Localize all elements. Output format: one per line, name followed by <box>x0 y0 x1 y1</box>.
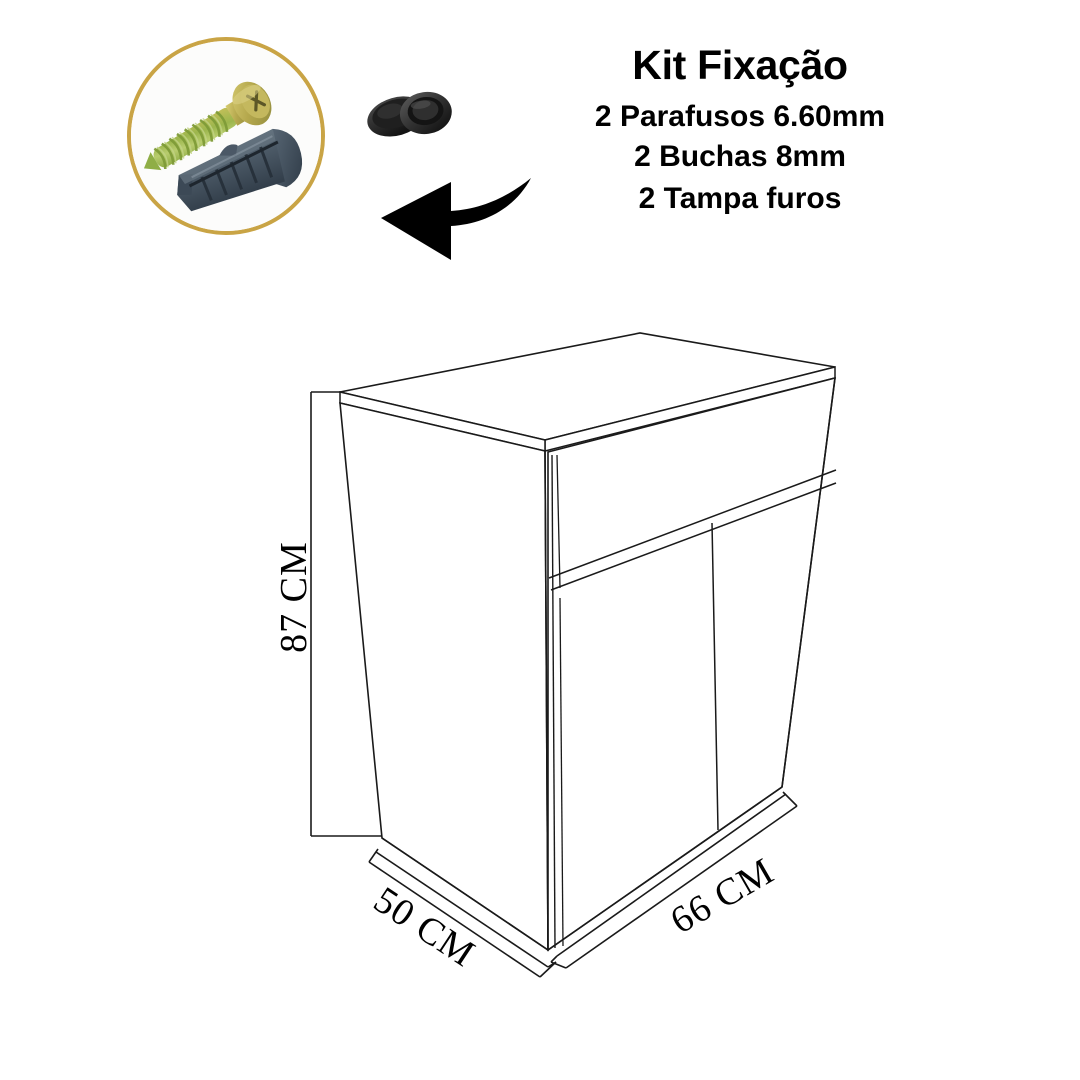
depth-dim-tick-start <box>368 848 379 863</box>
kit-item-screws: 2 Parafusos 6.60mm <box>594 100 886 133</box>
drawer-left-edge <box>556 454 561 589</box>
cabinet-left-side-panel <box>339 401 549 952</box>
kit-item-hole-covers: 2 Tampa furos <box>638 182 842 215</box>
cabinet-right-back-edge <box>781 377 836 788</box>
hole-cover-caps-icon <box>367 91 452 137</box>
depth-dim-line-outer <box>368 861 541 978</box>
door-split-line <box>711 522 719 831</box>
cabinet-front-face <box>547 376 836 952</box>
width-dim-line-inner <box>556 793 787 957</box>
left-door-inner-edge <box>559 597 564 947</box>
width-dim-arrow-b <box>550 955 558 963</box>
curved-left-arrow-icon <box>381 178 531 260</box>
screw-photo-artwork <box>131 41 321 231</box>
kit-title: Kit Fixação <box>632 42 848 88</box>
width-dim-tick-start <box>782 791 798 807</box>
drawer-bottom-line-b <box>550 482 837 591</box>
width-dim-arrow-a <box>550 961 567 969</box>
drawer-bottom-line-a <box>548 469 837 579</box>
screw-and-wall-plug-photo <box>127 37 325 235</box>
cabinet-bottom-left-edge <box>381 837 549 951</box>
width-dim-line-outer <box>565 805 798 969</box>
cabinet-bottom-right-edge <box>547 786 783 951</box>
cabinet-front-corner-edge-a <box>544 450 549 951</box>
cabinet-front-corner-edge-b <box>551 454 556 949</box>
kit-item-wall-plugs: 2 Buchas 8mm <box>634 140 846 173</box>
depth-dim-line-inner <box>375 851 549 968</box>
dimension-label-height: 87 CM <box>272 541 315 653</box>
